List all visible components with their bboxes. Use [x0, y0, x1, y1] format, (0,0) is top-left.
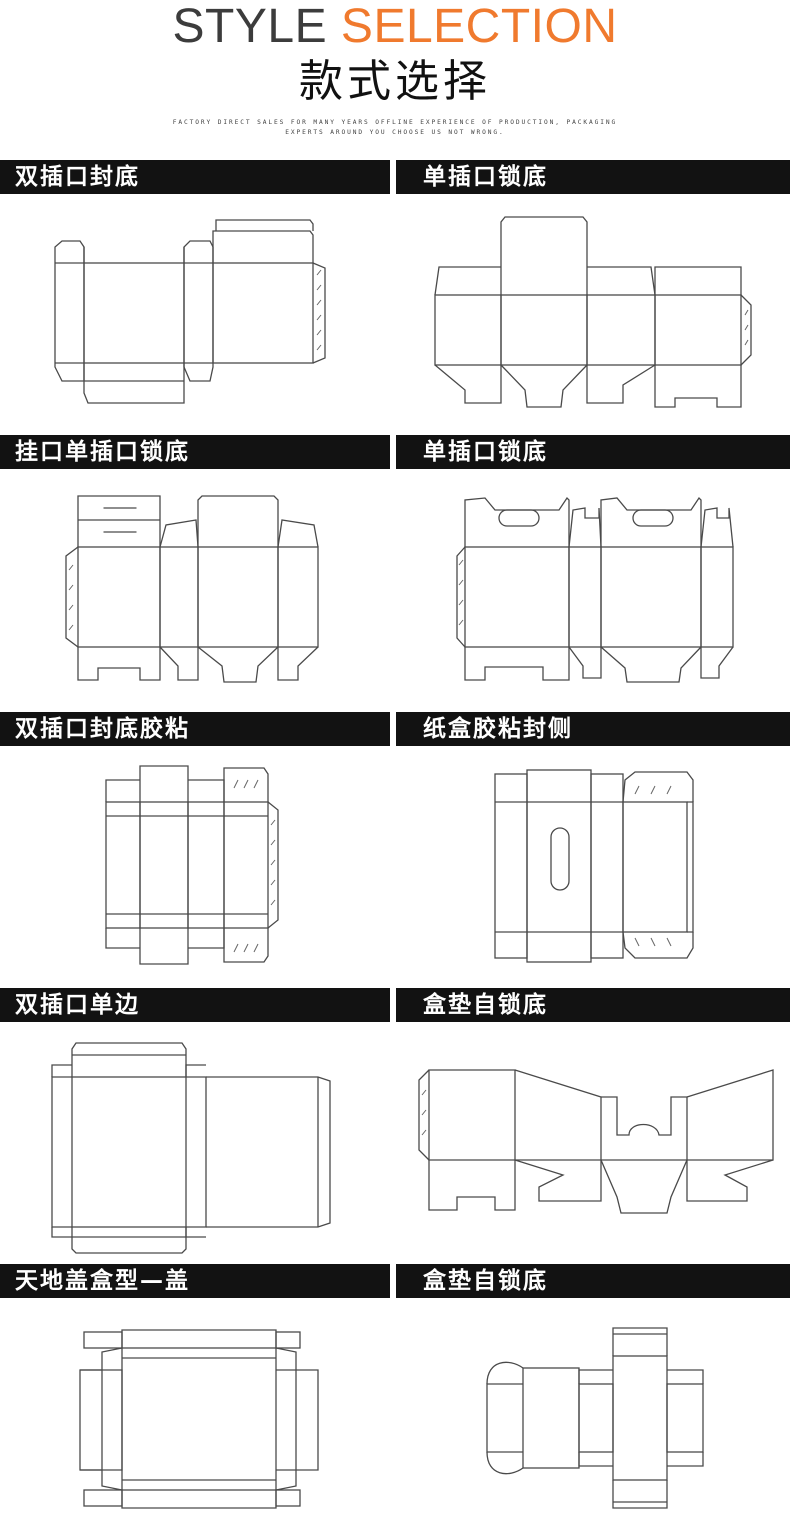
header: STYLE SELECTION 款式选择 FACTORY DIRECT SALE…: [0, 0, 790, 150]
tagline: FACTORY DIRECT SALES FOR MANY YEARS OFFL…: [0, 118, 790, 138]
dieline-box-glued-side: [494, 769, 694, 963]
style-label-7: 双插口单边: [0, 988, 390, 1022]
tagline-line-2: EXPERTS AROUND YOU CHOOSE US NOT WRONG.: [285, 129, 505, 136]
dieline-lid-base-box-lid: [79, 1329, 319, 1509]
style-label-9: 天地盖盒型—盖: [0, 1264, 390, 1298]
dieline-double-tuck-glued-bottom: [105, 765, 279, 965]
dieline-tray-auto-lock-bottom-1: [418, 1069, 774, 1214]
style-label-4: 单插口锁底: [396, 435, 790, 469]
style-label-3: 挂口单插口锁底: [0, 435, 390, 469]
title-word-style: STYLE: [172, 0, 328, 53]
dieline-double-tuck-single-side: [51, 1042, 331, 1254]
style-label-1: 双插口封底: [0, 160, 390, 194]
dieline-double-tuck-sealed-bottom: [54, 219, 326, 404]
style-label-8: 盒垫自锁底: [396, 988, 790, 1022]
style-label-6: 纸盒胶粘封侧: [396, 712, 790, 746]
title-word-selection: SELECTION: [340, 0, 618, 53]
style-label-2: 单插口锁底: [396, 160, 790, 194]
style-label-5: 双插口封底胶粘: [0, 712, 390, 746]
dieline-hanger-tuck-lock-bottom: [65, 495, 319, 683]
style-label-10: 盒垫自锁底: [396, 1264, 790, 1298]
dieline-tray-auto-lock-bottom-2: [486, 1327, 704, 1509]
page-title: STYLE SELECTION: [0, 0, 790, 56]
tagline-line-1: FACTORY DIRECT SALES FOR MANY YEARS OFFL…: [172, 119, 618, 126]
dieline-single-tuck-lock-bottom-handle: [456, 496, 734, 683]
page-title-cn: 款式选择: [299, 56, 491, 107]
dieline-single-tuck-lock-bottom-1: [434, 216, 752, 408]
